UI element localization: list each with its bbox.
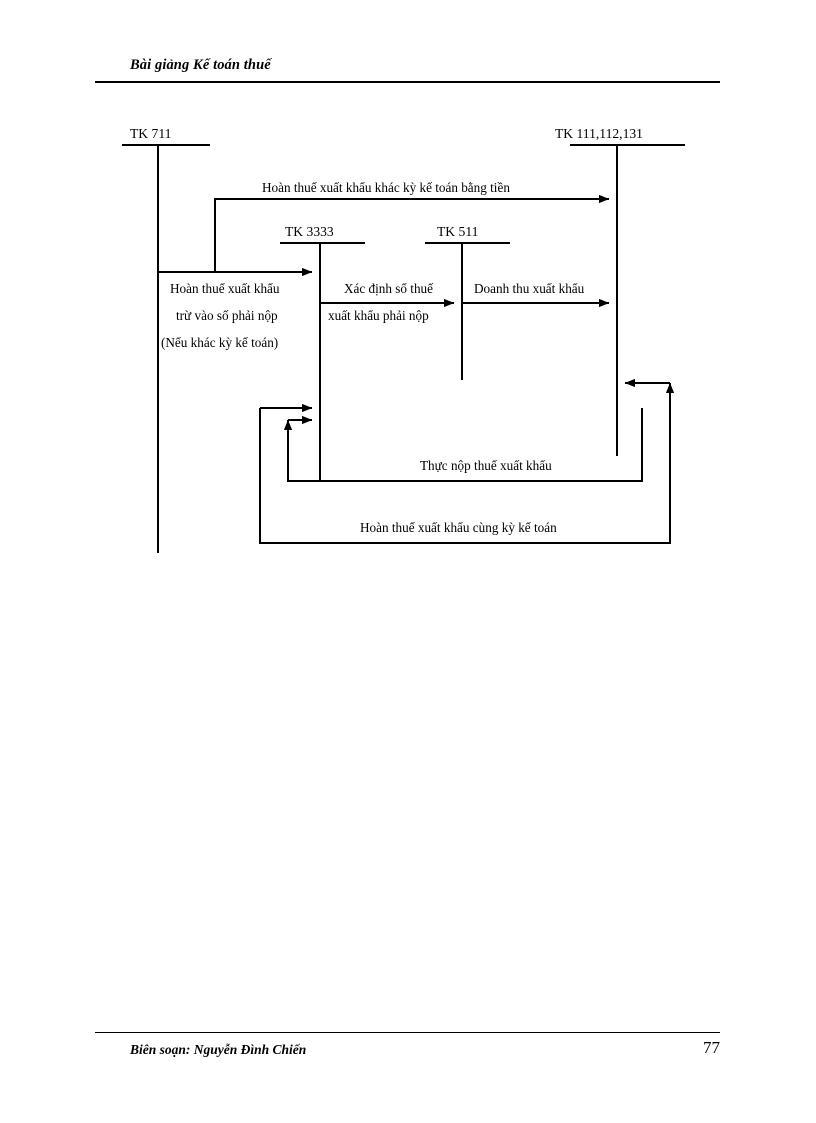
flow-actual-payment-path [283, 408, 643, 482]
label-refund-same-period: Hoàn thuế xuất khẩu cùng kỳ kế toán [360, 520, 557, 535]
header-title: Bài giảng Kế toán thuế [130, 57, 271, 73]
label-revenue: Doanh thu xuất khẩu [474, 281, 585, 296]
header-divider [95, 81, 720, 83]
page-header: Bài giảng Kế toán thuế [95, 55, 720, 91]
tk711-label: TK 711 [130, 126, 171, 141]
label-refund-other-period: Hoàn thuế xuất khẩu khác kỳ kế toán bằng… [262, 180, 510, 195]
tk111-label: TK 111,112,131 [555, 126, 643, 141]
tk511-label: TK 511 [437, 224, 478, 239]
label-determine-line1: Xác định số thuế [344, 281, 434, 296]
diagram-canvas: TK 711 TK 3333 TK 511 TK 111,112,131 Hoà… [122, 126, 685, 553]
flow-refund-other-period-path [214, 194, 610, 272]
footer-author: Biên soạn: Nguyễn Đình Chiến [130, 1042, 307, 1057]
label-actual-payment: Thực nộp thuế xuất khẩu [420, 458, 552, 473]
page-footer: Biên soạn: Nguyễn Đình Chiến 77 [95, 1032, 720, 1072]
tk3333-label: TK 3333 [285, 224, 334, 239]
label-deduct-line2: trừ vào số phải nộp [176, 308, 278, 323]
flow-refund-same-period-path [259, 382, 675, 544]
label-deduct-line3: (Nếu khác kỳ kế toán) [161, 335, 278, 350]
page-number: 77 [703, 1038, 720, 1057]
label-deduct-line1: Hoàn thuế xuất khẩu [170, 281, 280, 296]
accounting-flow-diagram: TK 711 TK 3333 TK 511 TK 111,112,131 Hoà… [100, 118, 720, 568]
label-determine-line2: xuất khẩu phải nộp [328, 308, 429, 323]
footer-divider [95, 1032, 720, 1033]
